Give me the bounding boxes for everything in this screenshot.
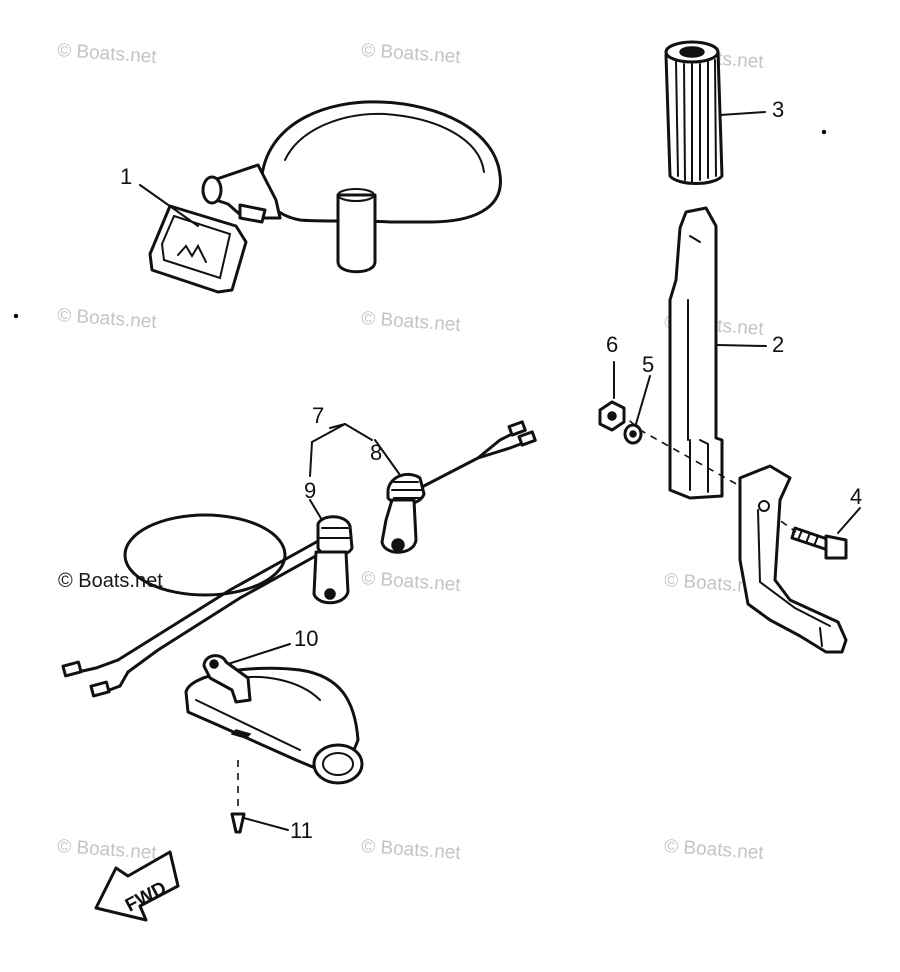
part-7-leader [309, 423, 373, 477]
part-9-cable-clamp [61, 499, 354, 698]
callout-6: 6 [606, 332, 619, 357]
callout-3: 3 [772, 97, 785, 122]
callout-9: 9 [304, 478, 317, 503]
callout-1: 1 [120, 164, 133, 189]
callout-2: 2 [772, 332, 785, 357]
callout-5: 5 [642, 352, 655, 377]
callout-7: 7 [312, 403, 325, 428]
fwd-arrow [94, 850, 180, 922]
callout-8: 8 [370, 440, 383, 465]
part-11-screw [230, 760, 289, 834]
part-1-switch-plate [139, 184, 248, 294]
tiller-bracket [738, 464, 848, 654]
callout-4: 4 [850, 484, 863, 509]
part-8-switch-clamp [374, 420, 537, 554]
part-5-washer [623, 375, 651, 445]
part-10-lever [202, 643, 291, 704]
part-4-bolt [759, 505, 861, 560]
lower-housing [184, 666, 364, 785]
callout-11: 11 [290, 818, 313, 843]
cover-housing [201, 100, 502, 274]
part-2-tiller-arm [668, 206, 767, 500]
callout-10: 10 [294, 626, 319, 651]
part-3-grip [664, 40, 766, 185]
part-6-nut [598, 361, 626, 432]
